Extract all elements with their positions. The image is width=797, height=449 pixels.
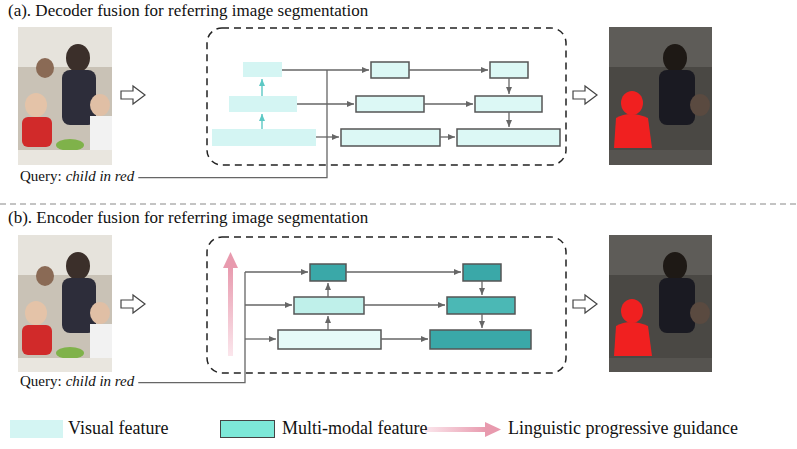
- legend-swatch: [220, 420, 275, 438]
- input-photo: [18, 235, 112, 372]
- flow-arrow: [573, 86, 597, 104]
- input-photo: [18, 27, 112, 165]
- query-label: child in red: [66, 373, 135, 390]
- legend-text: Linguistic progressive guidance: [508, 418, 738, 439]
- legend-text: Multi-modal feature: [282, 418, 427, 439]
- separator-line: [0, 204, 797, 205]
- query-wire: [138, 70, 327, 178]
- query-wire: [138, 272, 245, 383]
- encoder-wires: [245, 272, 482, 339]
- output-photo: [609, 27, 712, 165]
- dashed-panel: [207, 237, 566, 373]
- flow-arrow: [121, 295, 145, 313]
- guidance-arrow: [223, 252, 238, 356]
- flow-arrow: [121, 86, 145, 104]
- legend-swatch: [10, 420, 63, 438]
- decoder-boxes: [341, 62, 560, 146]
- query-label: child in red: [66, 168, 135, 185]
- query-label: Query:: [20, 373, 62, 390]
- query-label: Query:: [20, 168, 62, 185]
- decoder-wires: [282, 70, 509, 137]
- legend-text: Visual feature: [68, 418, 168, 439]
- flow-arrow: [573, 295, 597, 313]
- panel-heading: (b). Encoder fusion for referring image …: [8, 208, 368, 228]
- legend-guidance-arrow: [425, 422, 501, 437]
- encoder-boxes: [278, 264, 531, 349]
- output-photo: [609, 235, 712, 372]
- dashed-panel: [207, 28, 566, 165]
- panel-heading: (a). Decoder fusion for referring image …: [8, 1, 368, 21]
